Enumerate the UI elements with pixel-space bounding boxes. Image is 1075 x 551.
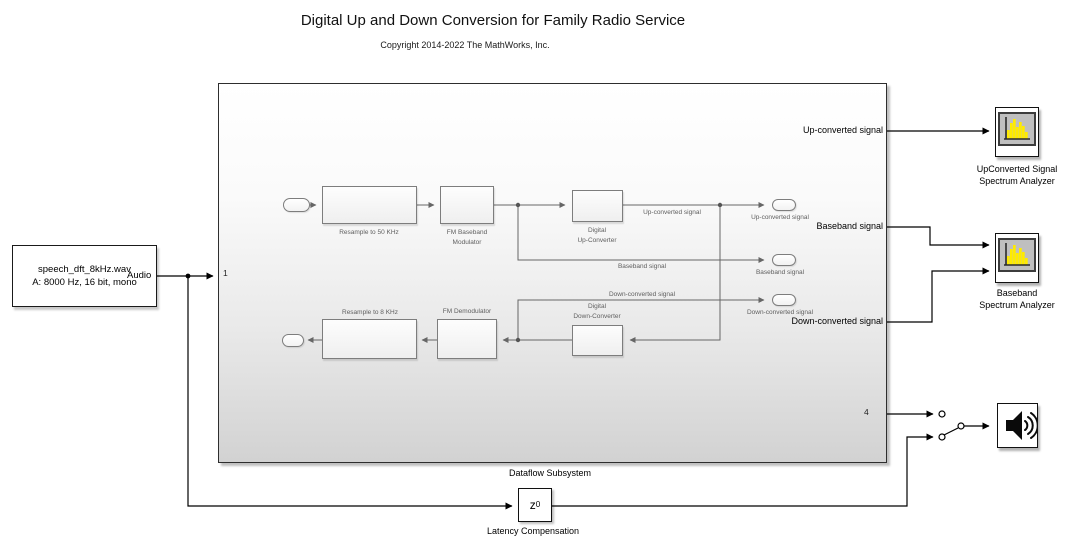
audio-signal-label: Audio (127, 270, 152, 281)
duc-label: Digital Up-Converter (577, 227, 617, 244)
latency-compensation-label: Latency Compensation (486, 526, 580, 536)
upconverted-analyzer-label: UpConverted Signal Spectrum Analyzer (976, 164, 1058, 186)
digital-up-converter-block[interactable] (572, 190, 623, 222)
baseband-analyzer-label: Baseband Spectrum Analyzer (979, 288, 1055, 310)
audio-source-filename: speech_dft_8kHz.wav (38, 264, 131, 275)
digital-down-converter-block[interactable] (572, 325, 623, 356)
audio-outport-oval[interactable] (282, 334, 304, 347)
resample-50khz-label: Resample to 50 KHz (339, 229, 399, 236)
upconverted-spectrum-analyzer-block[interactable] (995, 107, 1039, 157)
wire-baseband-to-analyzer[interactable] (887, 226, 990, 249)
resample-8khz-block[interactable] (322, 319, 417, 359)
ddc-label: Digital Down-Converter (573, 303, 621, 320)
copyright-note: Copyright 2014-2022 The MathWorks, Inc. (380, 40, 550, 50)
fm-demod-label: FM Demodulator (442, 308, 492, 315)
audio-source-format: A: 8000 Hz, 16 bit, mono (32, 277, 137, 288)
subsystem-inport-number: 1 (223, 268, 228, 278)
resample-8khz-label: Resample to 8 KHz (342, 309, 398, 316)
baseband-line-label: Baseband signal (617, 263, 667, 270)
z-base: z (529, 498, 536, 512)
audio-source-label: speech_dft_8kHz.wav A: 8000 Hz, 16 bit, … (12, 245, 157, 307)
baseband-spectrum-analyzer-block[interactable] (995, 233, 1039, 283)
baseband-outport-label: Baseband signal (755, 269, 805, 276)
edge-label-downconverted: Down-converted signal (791, 316, 883, 326)
speaker-icon (1006, 411, 1039, 440)
downconverted-outport-label: Down-converted signal (746, 309, 814, 316)
spectrum-analyzer-icon (998, 238, 1036, 272)
subsystem-outport-number: 4 (864, 407, 869, 417)
audio-output-block[interactable] (997, 403, 1039, 448)
inport-oval[interactable] (283, 198, 310, 212)
baseband-outport-oval[interactable] (772, 254, 796, 266)
downconverted-outport-oval[interactable] (772, 294, 796, 306)
branch-dot-audio (185, 273, 191, 279)
spectrum-analyzer-icon (998, 112, 1036, 146)
fm-demodulator-block[interactable] (437, 319, 497, 359)
manual-switch[interactable] (934, 406, 968, 444)
model-title: Digital Up and Down Conversion for Famil… (300, 12, 686, 29)
upconverted-outport-label: Up-converted signal (751, 214, 809, 221)
audio-source-block[interactable] (12, 245, 157, 307)
dataflow-subsystem-label: Dataflow Subsystem (508, 468, 592, 478)
fm-mod-label: FM Baseband Modulator (446, 229, 488, 246)
resample-50khz-block[interactable] (322, 186, 417, 224)
downconverted-line-label: Down-converted signal (608, 291, 676, 298)
edge-label-baseband: Baseband signal (816, 221, 883, 231)
upconverted-line-label: Up-converted signal (643, 209, 701, 216)
fm-baseband-modulator-block[interactable] (440, 186, 494, 224)
edge-label-upconverted: Up-converted signal (802, 125, 883, 135)
upconverted-outport-oval[interactable] (772, 199, 796, 211)
